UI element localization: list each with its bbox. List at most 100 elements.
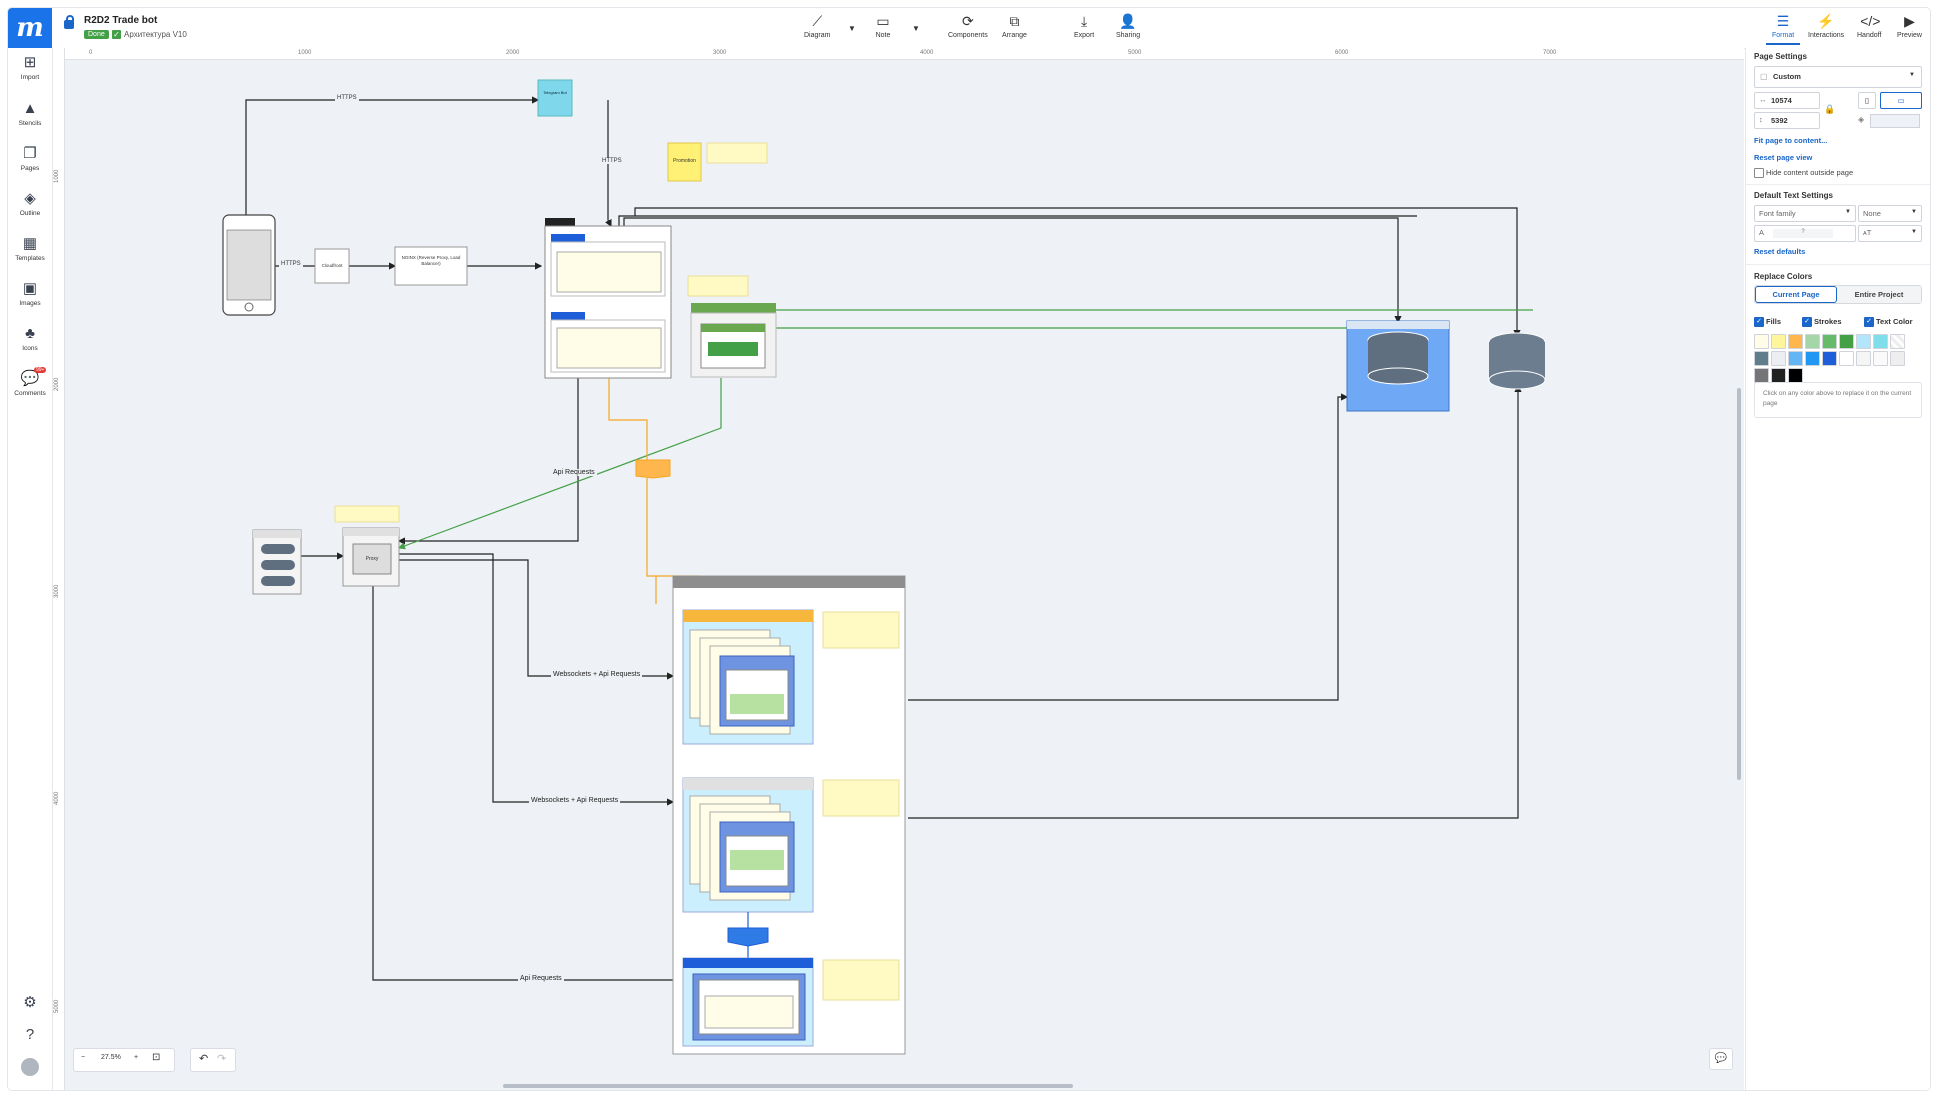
fit-screen-icon[interactable]: ⊡ [152, 1052, 161, 1063]
sidebar-item-images[interactable]: ▣Images [8, 280, 52, 307]
fills-checkbox[interactable]: ✓ [1754, 317, 1764, 327]
reset-defaults-link[interactable]: Reset defaults [1754, 247, 1806, 256]
chat-icon[interactable]: 💬 [1709, 1048, 1733, 1070]
layers-icon: ◈ [24, 190, 36, 207]
interactions-tab[interactable]: ⚡ Interactions [1808, 13, 1845, 39]
help-button[interactable]: ? [8, 1026, 52, 1046]
color-swatch[interactable] [1788, 334, 1803, 349]
diagram-icon: ⟋ [812, 13, 823, 29]
page-name[interactable]: Архитектура V10 [124, 30, 187, 39]
color-swatch[interactable] [1822, 351, 1837, 366]
diagram-button[interactable]: ⟋ Diagram [804, 13, 831, 39]
preview-button[interactable]: ▶ Preview [1897, 13, 1922, 39]
color-swatch[interactable] [1771, 351, 1786, 366]
shapes-icon: ▲ [22, 100, 38, 117]
color-swatch[interactable] [1873, 351, 1888, 366]
api-requests-label-mid: Api Requests [551, 469, 597, 476]
format-tab[interactable]: ☰ Format [1765, 13, 1801, 45]
project-title[interactable]: R2D2 Trade bot [84, 15, 158, 26]
fill-bucket-icon[interactable]: ◈ [1858, 115, 1865, 124]
sidebar-item-outline[interactable]: ◈Outline [8, 190, 52, 217]
sidebar-item-pages[interactable]: ❐Pages [8, 145, 52, 172]
note-button[interactable]: ▭ Note [875, 13, 891, 39]
club-icon: ♣ [25, 325, 35, 342]
tab-entire-project[interactable]: Entire Project [1837, 286, 1921, 303]
color-swatch[interactable] [1771, 334, 1786, 349]
sidebar-item-comments[interactable]: 💬99+Comments [8, 367, 52, 397]
sidebar-item-stencils[interactable]: ▲Stencils [8, 100, 52, 127]
reset-view-link[interactable]: Reset page view [1754, 153, 1813, 162]
color-swatch[interactable] [1839, 334, 1854, 349]
color-swatch[interactable] [1788, 351, 1803, 366]
color-swatch[interactable] [1856, 351, 1871, 366]
color-swatch[interactable] [1754, 351, 1769, 366]
aspect-lock-icon[interactable]: 🔒 [1824, 104, 1836, 114]
diagram-canvas[interactable] [53, 48, 1744, 1090]
zoom-level[interactable]: 27.5% [101, 1054, 121, 1061]
portrait-button[interactable]: ▯ [1858, 92, 1876, 109]
lock-icon[interactable] [64, 15, 74, 29]
cloudfront-label: Cloudfront [321, 263, 343, 268]
color-swatch[interactable] [1839, 351, 1854, 366]
app-logo[interactable]: m [8, 8, 52, 48]
color-swatch[interactable] [1788, 368, 1803, 383]
hide-outside-checkbox[interactable] [1754, 168, 1764, 178]
sidebar-item-templates[interactable]: ▦Templates [8, 235, 52, 262]
color-swatch[interactable] [1754, 334, 1769, 349]
fit-page-link[interactable]: Fit page to content... [1754, 136, 1828, 145]
color-swatch[interactable] [1890, 351, 1905, 366]
settings-button[interactable]: ⚙ [8, 994, 52, 1014]
zoom-out-button[interactable]: − [81, 1054, 86, 1061]
zoom-in-button[interactable]: + [134, 1054, 139, 1061]
status-badge[interactable]: Done [84, 30, 109, 39]
text-color-input[interactable]: A ? [1754, 225, 1856, 242]
undo-icon[interactable]: ↶ [199, 1053, 209, 1065]
sliders-icon: ☰ [1776, 13, 1790, 29]
color-swatch[interactable] [1754, 368, 1769, 383]
promotion-label: Promotion [673, 158, 696, 164]
font-family-select[interactable]: Font family ▼ [1754, 205, 1856, 222]
strokes-checkbox[interactable]: ✓ [1802, 317, 1812, 327]
color-swatch[interactable] [1771, 368, 1786, 383]
color-swatch[interactable] [1822, 334, 1837, 349]
https-label-top: HTTPS [335, 95, 359, 101]
page-width-input[interactable]: ↔ 10574 [1754, 92, 1820, 109]
page-height-input[interactable]: ↕ 5392 [1754, 112, 1820, 129]
sidebar-item-icons[interactable]: ♣Icons [8, 325, 52, 352]
color-swatch[interactable] [1805, 334, 1820, 349]
components-button[interactable]: ⟳ Components [948, 13, 988, 39]
page-preset-select[interactable]: ▢ Custom ▼ [1754, 66, 1922, 88]
strokes-label: Strokes [1814, 317, 1842, 326]
tab-current-page[interactable]: Current Page [1755, 286, 1837, 303]
color-swatch[interactable] [1805, 351, 1820, 366]
fills-label: Fills [1766, 317, 1782, 326]
font-size-select[interactable]: ᴀT ▼ [1858, 225, 1922, 242]
color-swatch[interactable] [1873, 334, 1888, 349]
transparent-swatch[interactable] [1890, 334, 1905, 349]
vertical-scrollbar[interactable] [1737, 388, 1741, 780]
comments-icon: 💬 [20, 370, 40, 387]
font-style-select[interactable]: None ▼ [1858, 205, 1922, 222]
vertical-ruler: 1000 2000 3000 4000 5000 [53, 48, 65, 1090]
redo-icon[interactable]: ↷ [217, 1053, 227, 1065]
horizontal-scrollbar[interactable] [503, 1084, 1073, 1088]
text-color-checkbox[interactable]: ✓ [1864, 317, 1874, 327]
diagram-dropdown-icon[interactable]: ▼ [848, 24, 856, 33]
hide-outside-label: Hide content outside page [1766, 168, 1854, 177]
landscape-button[interactable]: ▭ [1880, 92, 1922, 109]
app-window: m R2D2 Trade bot Done ✓ Архитектура V10 … [8, 8, 1930, 1090]
sidebar-item-import[interactable]: ⊞Import [8, 54, 52, 81]
https-label-right: HTTPS [600, 158, 624, 164]
arrange-button[interactable]: ⧉ Arrange [1002, 13, 1027, 39]
replace-colors-hint: Click on any color above to replace it o… [1754, 382, 1922, 418]
page-color-swatch[interactable] [1870, 114, 1920, 128]
color-swatch[interactable] [1856, 334, 1871, 349]
export-button[interactable]: ⤓ Export [1074, 13, 1095, 39]
chevron-down-icon: ▼ [1911, 229, 1917, 235]
canvas[interactable]: Telegram Bot Promotion HTTPS HTTPS HTTPS… [53, 48, 1744, 1090]
chevron-down-icon: ▼ [1911, 209, 1917, 215]
note-dropdown-icon[interactable]: ▼ [912, 24, 920, 33]
avatar[interactable] [8, 1058, 52, 1076]
handoff-tab[interactable]: </> Handoff [1857, 13, 1882, 39]
sharing-button[interactable]: 👤 Sharing [1116, 13, 1141, 39]
